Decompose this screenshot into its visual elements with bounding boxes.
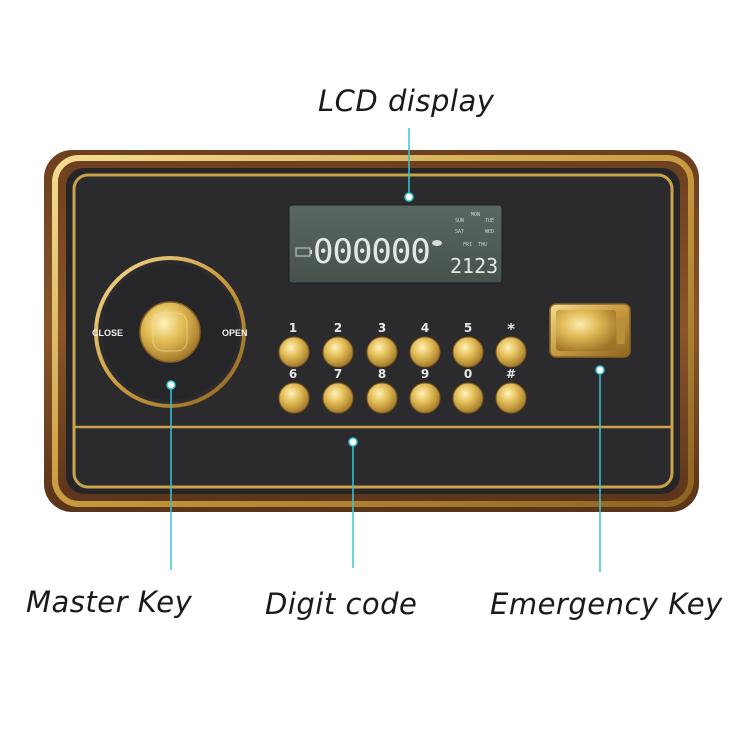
key-button-2[interactable] <box>322 336 354 368</box>
lcd-day: SAT <box>455 229 464 235</box>
key-label: 4 <box>421 321 429 335</box>
dial-open-label: OPEN <box>222 328 248 338</box>
master-key-dial[interactable]: CLOSE OPEN <box>92 256 248 408</box>
key-label: * <box>507 320 515 338</box>
dial-close-label: CLOSE <box>92 328 123 338</box>
key-label: 9 <box>421 367 429 381</box>
lcd-day: FRI <box>463 242 472 248</box>
emergency-key-label: Emergency Key <box>490 587 723 621</box>
master-key-label: Master Key <box>26 585 193 619</box>
key-label: 8 <box>378 367 386 381</box>
lcd-day: THU <box>478 242 487 248</box>
key-label: 5 <box>464 321 472 335</box>
key-label: 0 <box>464 367 472 381</box>
key-button-4[interactable] <box>409 336 441 368</box>
key-button-3[interactable] <box>366 336 398 368</box>
lcd-day: WED <box>485 229 494 235</box>
key-label: # <box>506 367 516 381</box>
lcd-display-label: LCD display <box>318 84 495 118</box>
key-button-1[interactable] <box>278 336 310 368</box>
key-label: 7 <box>334 367 342 381</box>
callout-lines <box>166 128 605 572</box>
key-button-8[interactable] <box>366 382 398 414</box>
master-key-knob[interactable] <box>139 301 201 363</box>
lcd-time: 2123 <box>450 254 498 278</box>
key-button-9[interactable] <box>409 382 441 414</box>
safe-frame <box>44 150 699 512</box>
lcd-day: MON <box>471 212 480 218</box>
key-label: 1 <box>289 321 297 335</box>
key-button-0[interactable] <box>452 382 484 414</box>
key-button-hash[interactable] <box>495 382 527 414</box>
key-label: 6 <box>289 367 297 381</box>
key-label: 2 <box>334 321 342 335</box>
lcd-day: TUE <box>485 218 494 224</box>
lcd-day: SUN <box>455 218 464 224</box>
lcd-main-digits: 000000 <box>313 232 430 272</box>
digit-code-label: Digit code <box>265 587 418 621</box>
key-button-7[interactable] <box>322 382 354 414</box>
key-label: 3 <box>378 321 386 335</box>
key-button-5[interactable] <box>452 336 484 368</box>
lcd-display: 000000 MON SUN TUE SAT WED FRI THU 2123 <box>288 204 503 284</box>
key-button-star[interactable] <box>495 336 527 368</box>
lcd-indicator-icon <box>432 240 442 246</box>
key-button-6[interactable] <box>278 382 310 414</box>
emergency-key-cover[interactable] <box>549 303 631 358</box>
keypad: 1 2 3 4 5 * 6 7 8 9 0 # <box>278 320 527 414</box>
